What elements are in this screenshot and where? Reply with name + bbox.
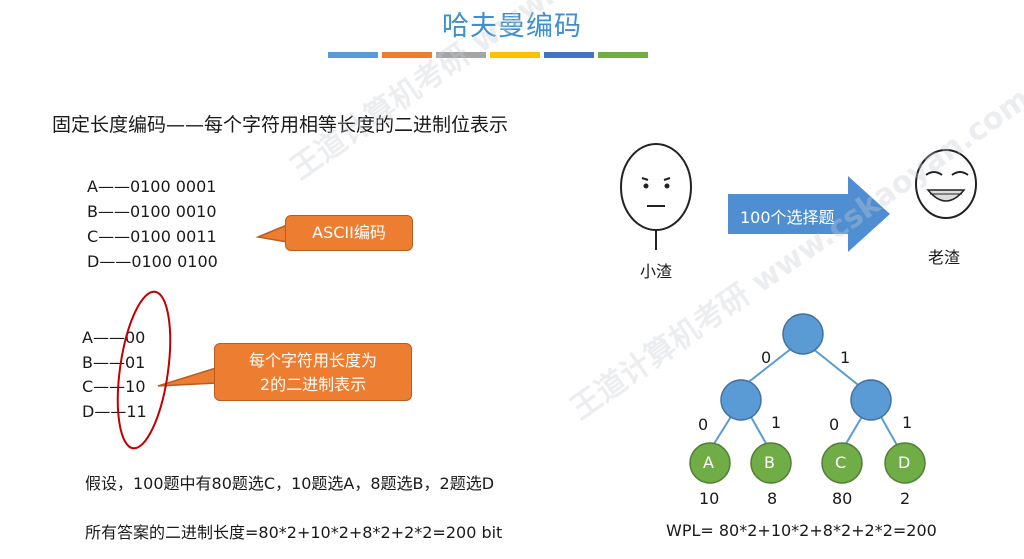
color-bar [490, 52, 540, 58]
grin-face-icon [915, 149, 977, 219]
wpl-formula: WPL= 80*2+10*2+8*2+2*2=200 [666, 521, 937, 540]
person-left-label: 小渣 [640, 262, 673, 281]
callout-line: 2的二进制表示 [259, 375, 367, 394]
tree-root-node [782, 313, 824, 355]
color-bar-strip [328, 52, 648, 58]
fixed-length-heading: 固定长度编码——每个字符用相等长度的二进制位表示 [52, 114, 509, 136]
tree-leaf-node [689, 442, 731, 484]
edge-label: 0 [761, 348, 772, 367]
leaf-label: D [898, 453, 911, 472]
color-bar [382, 52, 432, 58]
code-line: D——11 [82, 401, 147, 421]
leaf-weight: 10 [699, 489, 720, 508]
leaf-label: C [835, 453, 847, 472]
code-line: A——00 [82, 328, 146, 347]
code-line: C——10 [82, 377, 146, 396]
code-line: C——0100 0011 [87, 227, 217, 246]
edge-label: 1 [771, 413, 782, 432]
color-bar [598, 52, 648, 58]
two-bit-code-list: A——00 B——01 C——10 D——11 [82, 326, 147, 424]
callout-line: 每个字符用长度为 [248, 351, 377, 370]
ascii-code-list: A——0100 0001 B——0100 0010 C——0100 0011 D… [87, 174, 218, 274]
leaf-label: B [764, 453, 775, 472]
edge-label: 0 [829, 415, 840, 434]
highlight-ellipse [116, 290, 172, 450]
ascii-callout-pointer [255, 223, 288, 243]
code-line: D——0100 0100 [87, 252, 218, 271]
svg-text:王道计算机考研 www.cskaoyan.com: 王道计算机考研 www.cskaoyan.com [285, 0, 757, 187]
tree-leaf-node [821, 442, 863, 484]
edge-label: 0 [698, 415, 709, 434]
tree-internal-node [720, 379, 762, 421]
color-bar [436, 52, 486, 58]
edge-label: 1 [902, 413, 913, 432]
right-arrow-shape [728, 176, 890, 252]
arrow-label: 100个选择题 [740, 208, 835, 227]
person-right-label: 老渣 [928, 248, 961, 267]
leaf-weight: 80 [832, 489, 853, 508]
leaf-weight: 2 [900, 489, 911, 508]
tree-leaf-node [750, 442, 792, 484]
edge-label: 1 [840, 348, 851, 367]
ascii-callout: ASCII编码 [285, 215, 413, 251]
code-line: B——01 [82, 352, 146, 372]
code-line: A——0100 0001 [87, 177, 217, 196]
leaf-label: A [703, 453, 714, 472]
slide-title: 哈夫曼编码 [442, 11, 582, 42]
tree-leaf-node [884, 442, 926, 484]
tree-internal-node [850, 379, 892, 421]
assumption-text: 假设，100题中有80题选C，10题选A，8题选B，2题选D [85, 474, 495, 493]
leaf-weight: 8 [767, 489, 778, 508]
len2-callout: 每个字符用长度为 2的二进制表示 [214, 343, 412, 401]
color-bar [544, 52, 594, 58]
color-bar [328, 52, 378, 58]
poker-face-icon [620, 143, 692, 250]
total-length-text: 所有答案的二进制长度=80*2+10*2+8*2+2*2=200 bit [85, 523, 503, 542]
code-line: B——0100 0010 [87, 202, 217, 221]
